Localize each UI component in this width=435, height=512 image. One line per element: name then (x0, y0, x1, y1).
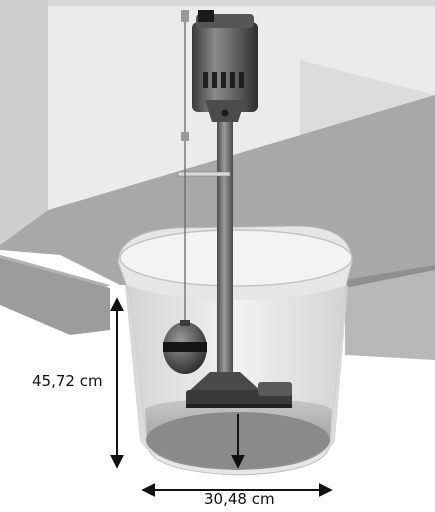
pump-base-shadow (186, 404, 292, 408)
float-band (163, 342, 207, 352)
float-cap (180, 320, 190, 326)
slab-front-left-face (0, 258, 110, 335)
basin-rim (119, 229, 353, 287)
sump-basin (117, 225, 353, 476)
motor-bolt (221, 109, 229, 117)
dimension-arrows (110, 297, 333, 497)
float-stop-top (181, 10, 189, 22)
pump-column (217, 118, 233, 388)
left-wall (0, 0, 48, 245)
float-switch (163, 10, 207, 374)
pump-base-outlet (258, 382, 292, 396)
motor-switch-block (198, 10, 214, 22)
basin-width-label: 30,48 cm (204, 490, 275, 508)
motor-vents (203, 72, 244, 88)
pipe-clamp (177, 171, 231, 177)
slab-front-right-face (345, 270, 435, 360)
float-stop-lower (181, 132, 189, 141)
pump-base-cone (188, 372, 262, 392)
wall-top-edge (48, 0, 435, 6)
basin-depth-label: 45,72 cm (32, 372, 103, 390)
sump-pump (177, 10, 292, 408)
motor-housing (192, 22, 258, 112)
